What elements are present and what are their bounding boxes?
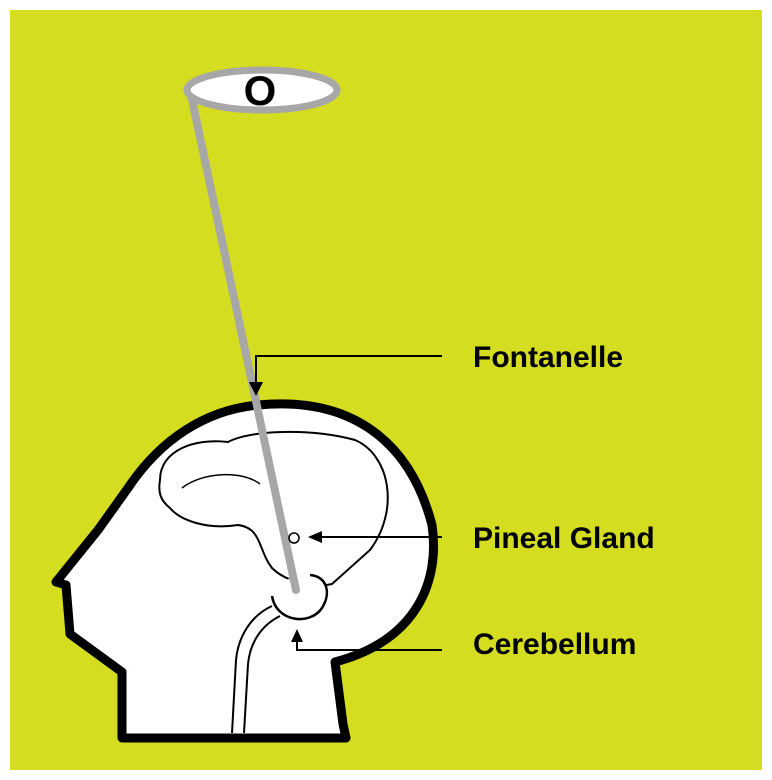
pineal-gland-dot bbox=[289, 533, 299, 543]
fontanelle-label: Fontanelle bbox=[473, 341, 623, 374]
eye-letter: O bbox=[244, 67, 277, 114]
pineal-gland-label: Pineal Gland bbox=[473, 522, 655, 555]
diagram-panel: O Fontanelle Pineal Gland Cerebellum bbox=[10, 10, 762, 770]
cerebellum-label: Cerebellum bbox=[473, 628, 636, 661]
